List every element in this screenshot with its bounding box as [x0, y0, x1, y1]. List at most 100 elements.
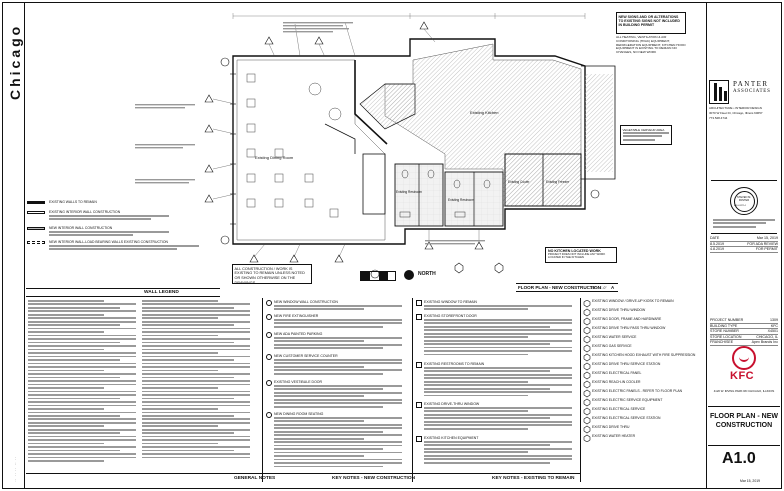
firm-name-1: PANTER [733, 80, 769, 88]
symbol-legend-6: EXISTING GAS SERVICE [592, 344, 632, 348]
hvac-note: ALL HEATING, VENTILATION & AIR CONDITION… [616, 35, 688, 55]
general-notes-col-2 [142, 300, 250, 472]
room-label-kitchen: Existing Kitchen [470, 110, 499, 115]
no-kitchen-work-title: NO KITCHEN LOCATED WORK [548, 249, 601, 253]
plot-date: Mar 15, 2019 [740, 479, 760, 483]
general-notes-title-strip: GENERAL NOTES [26, 473, 275, 482]
key-notes-existing-title: KEY NOTES - EXISTING TO REMAIN [492, 475, 575, 481]
architect-seal-icon: STEVEN M. PANTER 001-012714 [730, 187, 758, 215]
divider-3 [580, 298, 581, 482]
symbol-legend-1: EXISTING WINDOW / DRIVE-UP KIOSK TO REMA… [592, 299, 674, 303]
symbol-legend-15: EXISTING DRIVE THRU [592, 425, 630, 429]
symbol-legend-13: EXISTING ELECTRICAL SERVICE [592, 407, 646, 411]
key-note-existing-5: EXISTING KITCHEN EQUIPMENT [424, 436, 479, 440]
key-notes-existing-list: EXISTING WINDOW TO REMAIN EXISTING STORE… [416, 300, 576, 472]
kfc-logo-text: KFC [730, 370, 755, 382]
firm-phone: 773.528.4744 [709, 116, 728, 120]
symbol-legend-11: EXISTING ELECTRIC PANELS - REFER TO FLOO… [592, 389, 683, 393]
key-note-existing-1: EXISTING WINDOW TO REMAIN [424, 300, 477, 304]
firm-address: 3070 W Fleet Dr, Chicago, Illinois 60657 [709, 111, 763, 115]
general-notes-title: GENERAL NOTES [234, 475, 276, 481]
key-notes-new-title-strip: KEY NOTES - NEW CONSTRUCTION [262, 473, 416, 482]
sheet-title-block: FLOOR PLAN - NEW CONSTRUCTION [708, 406, 780, 446]
symbol-legend-16: EXISTING WATER HEATER [592, 434, 636, 438]
divider-1 [262, 298, 263, 482]
plan-title-strip: FLOOR PLAN - NEW CONSTRUCTION 1/8" = 1'-… [516, 283, 618, 292]
key-note-new-1: NEW WINDOW WALL CONSTRUCTION [274, 300, 338, 304]
room-label-cooler: Existing Cooler [508, 180, 530, 184]
sheet-number: A1.0 [722, 450, 756, 467]
kitchen-area-note-box: VEGETABLE CERVEUR AREA [620, 125, 672, 145]
existing-note-text: ALL CONSTRUCTION / WORK IS EXISTING TO R… [234, 266, 305, 285]
symbol-legend-8: EXISTING DRIVE THRU SERVICE STATION [592, 362, 661, 366]
left-strip [2, 2, 25, 489]
wall-legend-item-4: NEW INTERIOR WALL-LOAD BEARING WALLS EXI… [49, 239, 168, 244]
left-strip-code: ·· ·· ·· ·· ·· [14, 456, 17, 482]
symbol-legend-9: EXISTING ELECTRICAL PANEL [592, 371, 642, 375]
symbol-legend-12: EXISTING ELECTRIC SERVICE EQUIPMENT [592, 398, 663, 402]
symbol-legend-10: EXISTING REACH-IN COOLER [592, 380, 641, 384]
firm-logo-icon [709, 80, 729, 104]
title-block-divider [706, 2, 707, 489]
key-notes-new-title: KEY NOTES - NEW CONSTRUCTION [332, 475, 416, 481]
floor-plan-drawing [135, 13, 616, 279]
symbol-legend-2: EXISTING DRIVE THRU WINDOW [592, 308, 646, 312]
kfc-colonel-icon [732, 346, 756, 370]
wall-legend-item-2: EXISTING INTERIOR WALL CONSTRUCTION [49, 209, 121, 214]
key-note-existing-4: EXISTING DRIVE-THRU WINDOW [424, 402, 480, 406]
wall-legend-title: WALL LEGEND [144, 290, 179, 295]
seal-block: STEVEN M. PANTER 001-012714 [711, 180, 777, 234]
no-kitchen-work-box: NO KITCHEN LOCATED WORK PROJECT DOES NOT… [545, 247, 617, 263]
north-arrow-icon [404, 270, 414, 280]
symbol-legend-7: EXISTING KITCHEN HOOD EXHAUST WITH FIRE … [592, 353, 696, 357]
key-note-new-6: NEW DINING ROOM SEATING [274, 412, 324, 416]
wall-legend-item-1: EXISTING WALLS TO REMAIN [49, 199, 97, 204]
key-note-new-5: EXISTING VESTIBULE DOOR [274, 380, 323, 384]
kfc-logo-block: KFC [724, 346, 764, 386]
hvac-note-text: ALL HEATING, VENTILATION & AIR CONDITION… [616, 35, 686, 55]
key-notes-new-list: NEW WINDOW WALL CONSTRUCTION NEW FIRE EX… [266, 300, 406, 472]
no-kitchen-work-sub: PROJECT DOES NOT INCLUDE ANY WORK LOCATE… [548, 252, 606, 260]
symbol-legend-tags [583, 300, 591, 442]
firm-name-2: ASSOCIATES [733, 89, 771, 94]
key-note-existing-3: EXISTING RESTROOMS TO REMAIN [424, 362, 485, 366]
room-label-restroom-b: Existing Restroom [448, 198, 474, 202]
scale-bar [360, 271, 396, 281]
north-label: NORTH [418, 271, 436, 277]
symbol-legend-4: EXISTING DRIVE THRU PASS THRU WINDOW [592, 326, 666, 330]
plan-tag: A [611, 285, 615, 290]
divider-2 [412, 298, 413, 482]
room-label-dining: Existing Dining Room [255, 155, 294, 160]
seal-name: STEVEN M. PANTER [737, 196, 751, 202]
existing-note-box: ALL CONSTRUCTION / WORK IS EXISTING TO R… [232, 264, 312, 285]
firm-block: PANTER ASSOCIATES ARCHITECTURE • INTERIO… [709, 78, 779, 124]
firm-subtitle: ARCHITECTURE • INTERIOR DESIGN [709, 106, 762, 110]
key-note-new-2: NEW FIRE EXTINGUISHER [274, 314, 319, 318]
seal-number: 001-012714 [734, 205, 746, 207]
signage-note: NEW SIGNS AND OR ALTERATIONS TO EXISTING… [618, 14, 680, 27]
key-note-new-3: NEW ADA PAINTED PARKING [274, 332, 323, 336]
symbol-legend-14: EXISTING ELECTRICAL SERVICE STATION [592, 416, 661, 420]
wall-legend-title-strip: WALL LEGEND [26, 288, 220, 297]
plan-title: FLOOR PLAN - NEW CONSTRUCTION [518, 285, 601, 290]
wall-legend-item-3: NEW INTERIOR WALL CONSTRUCTION [49, 225, 113, 230]
key-note-existing-2: EXISTING STOREFRONT DOOR [424, 314, 477, 318]
sheet-title: FLOOR PLAN - NEW CONSTRUCTION [709, 413, 779, 429]
city-label: Chicago [7, 23, 23, 100]
room-label-restroom-a: Existing Restroom [396, 190, 422, 194]
key-notes-existing-title-strip: KEY NOTES - EXISTING TO REMAIN [412, 473, 580, 482]
symbol-legend-5: EXISTING WATER SERVICE [592, 335, 637, 339]
kfc-address: 4120 W. IRVING PARK RD CHICAGO, ILLINOIS [713, 389, 775, 393]
wall-legend-block: EXISTING WALLS TO REMAIN EXISTING INTERI… [27, 197, 207, 289]
symbol-legend-list: EXISTING WINDOW / DRIVE-UP KIOSK TO REMA… [583, 299, 705, 475]
